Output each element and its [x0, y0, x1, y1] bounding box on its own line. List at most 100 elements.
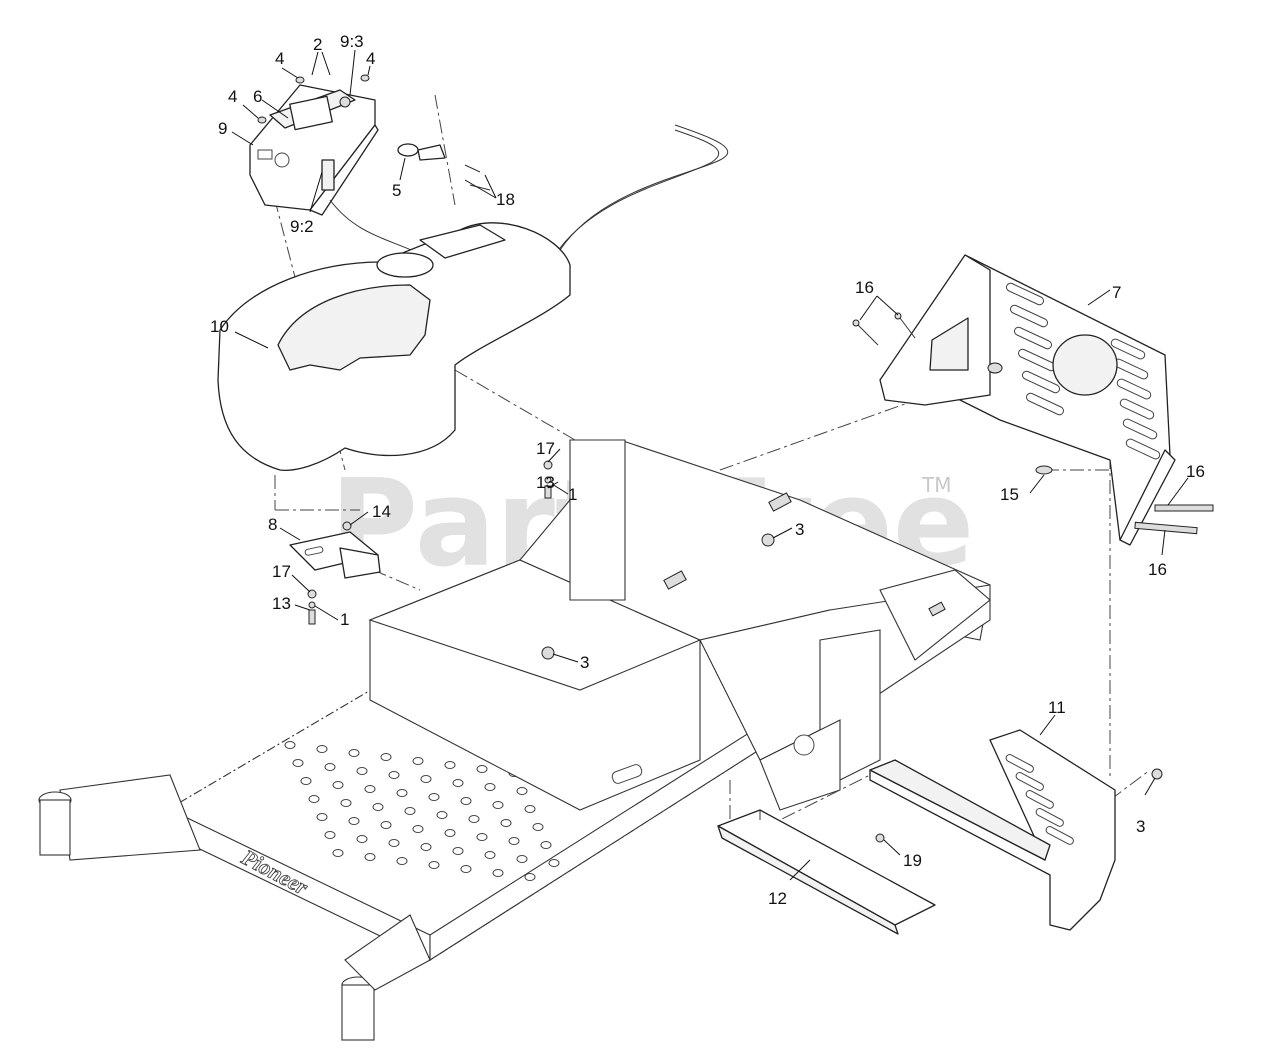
footrest-slot	[1035, 808, 1064, 827]
callout-3: 3	[580, 653, 589, 672]
floor-hole-pattern	[284, 741, 560, 881]
callout-10: 10	[210, 317, 229, 336]
floor-hole	[380, 753, 392, 761]
switch-bracket	[417, 144, 446, 161]
washer-1b	[308, 601, 316, 609]
floor-hole	[332, 849, 344, 857]
seat-slot	[1009, 304, 1049, 328]
floor-hole	[492, 801, 504, 809]
nut-4b	[295, 76, 305, 84]
seat-slot	[1110, 338, 1146, 360]
fuse-block[interactable]	[321, 159, 335, 191]
callout-11: 11	[1048, 698, 1066, 717]
switch-5[interactable]	[397, 143, 419, 157]
floor-hole	[388, 771, 400, 779]
callout-6: 6	[253, 87, 262, 106]
callout-3: 3	[1136, 817, 1145, 836]
floor-hole	[324, 763, 336, 771]
floor-hole	[396, 857, 408, 865]
callout-7: 7	[1112, 283, 1121, 302]
nut-3b	[541, 646, 555, 660]
washer-17a	[543, 460, 553, 470]
callout-16: 16	[855, 278, 874, 297]
floor-hole	[460, 865, 472, 873]
callout-1: 1	[340, 610, 349, 629]
floor-hole	[484, 851, 496, 859]
floor-hole	[412, 757, 424, 765]
seat-stud	[987, 362, 1003, 374]
nut-3c	[1151, 768, 1163, 780]
console-tank-10	[217, 222, 571, 471]
floor-hole	[460, 797, 472, 805]
floor-hole	[332, 781, 344, 789]
floor-hole	[492, 869, 504, 877]
callout-15: 15	[1000, 485, 1019, 504]
seat-switch-assembly	[397, 143, 491, 191]
callout-17: 17	[536, 439, 555, 458]
ignition-switch[interactable]	[289, 95, 333, 131]
floor-hole	[420, 775, 432, 783]
control-panel-assembly	[249, 74, 379, 216]
floor-hole	[452, 779, 464, 787]
seat-pan[interactable]	[959, 254, 1171, 541]
seat-slot	[1122, 418, 1158, 440]
bolt-14	[342, 521, 352, 531]
footrest-slot	[1025, 790, 1054, 809]
floor-hole	[500, 819, 512, 827]
callout-4: 4	[275, 49, 284, 68]
frame-decal-right	[928, 601, 946, 617]
seat-slot	[1021, 370, 1061, 394]
callout-12: 12	[768, 889, 787, 908]
floor-hole	[356, 835, 368, 843]
seat-slot	[1116, 378, 1152, 400]
stud-15	[1035, 465, 1053, 475]
frame-decal-center	[663, 570, 687, 590]
floor-hole	[412, 825, 424, 833]
callout-19: 19	[903, 851, 922, 870]
callout-3: 3	[795, 520, 804, 539]
panel-cutout-left	[257, 149, 273, 160]
floor-hole	[476, 833, 488, 841]
console-top-recess	[419, 224, 506, 259]
fuel-cap[interactable]	[376, 252, 434, 278]
throttle-knob[interactable]	[339, 96, 351, 108]
floor-hole	[516, 787, 528, 795]
plate-12	[717, 809, 936, 935]
footrest-slots	[1005, 754, 1074, 845]
right-caster-tube	[341, 984, 375, 1041]
callout-5: 5	[392, 181, 401, 200]
floor-hole	[348, 749, 360, 757]
fasteners	[307, 312, 1214, 843]
floor-hole	[324, 831, 336, 839]
frame-right-caster-arm	[344, 914, 431, 991]
frame-rear-hole	[793, 734, 815, 756]
watermark-trademark: TM	[921, 473, 951, 497]
nut-3a	[761, 533, 775, 547]
console-storage-well	[277, 284, 431, 371]
bolt-13a	[544, 485, 552, 499]
floor-hole	[444, 829, 456, 837]
control-panel-edge	[309, 124, 379, 216]
floor-hole	[428, 793, 440, 801]
floor-hole	[476, 765, 488, 773]
floor-hole	[540, 841, 552, 849]
floor-hole	[308, 795, 320, 803]
footrest-slot	[1045, 826, 1074, 845]
floor-hole	[420, 843, 432, 851]
frame-decal-top	[768, 492, 792, 512]
bolt-16-lower	[1134, 521, 1198, 535]
floor-hole	[364, 853, 376, 861]
bolt-16-upper	[1154, 504, 1214, 512]
bolt-19	[875, 833, 885, 843]
bolt-13b	[308, 609, 316, 625]
seat-slot	[1005, 282, 1045, 306]
left-caster-tube	[39, 799, 71, 856]
floor-hole	[532, 823, 544, 831]
callout-16: 16	[1186, 462, 1205, 481]
floor-hole	[524, 873, 536, 881]
footrest-slot	[1005, 754, 1034, 773]
callout-8: 8	[268, 515, 277, 534]
seat-bracket-7	[879, 254, 1176, 546]
